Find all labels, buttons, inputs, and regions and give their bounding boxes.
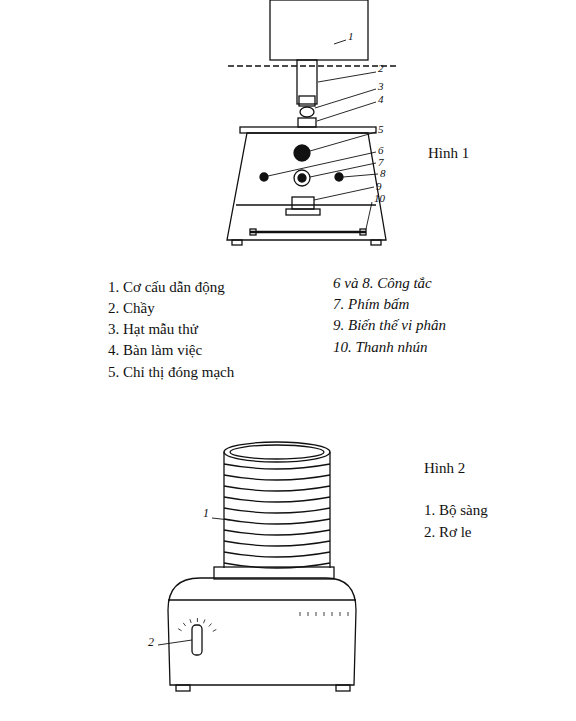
dial-tick [197,618,198,622]
figure-title: Hình 2 [424,460,465,477]
part-name: 7. Phím bấm [333,296,409,313]
dial-tick [209,623,212,626]
push-button-core [298,174,306,182]
indicator-lamp [294,145,310,161]
dial-tick [178,629,181,631]
part-name: 2. Rơ le [424,524,472,541]
dial-tick [204,619,205,623]
sieve-ring [224,519,330,524]
relay-dial [192,625,202,655]
part-name: 3. Hạt mẫu thử [108,321,198,338]
dial-tick [213,629,217,631]
switch-8 [335,173,343,181]
dial-tick [190,619,191,623]
sieve-ring [224,552,330,557]
work-table [240,127,376,133]
dial-tick [308,612,309,616]
part-name: 9. Biến thế vi phân [333,317,446,334]
transformer [292,197,314,209]
sieve-ring [224,541,330,546]
dial-scale [178,612,348,631]
sieve-stack [224,442,330,568]
callout-number: 9 [376,180,382,192]
dial-tick [183,623,186,626]
sieve-ring [224,497,330,502]
sieve-ring [224,508,330,513]
housing-line [236,204,376,205]
sample-grain [300,107,314,117]
callout-number: 10 [374,192,385,204]
clamp-plate [214,567,334,579]
callout-number: 2 [378,62,384,74]
transformer-base [286,209,320,215]
leader-lines [268,40,378,229]
part-name: 4. Bàn làm việc [108,342,202,359]
pestle-tip [299,96,315,106]
base-line [168,599,356,600]
push-button [294,170,310,186]
pestle [297,60,317,104]
drive-unit [270,0,368,60]
part-name: 1. Cơ cấu dẫn động [108,279,225,296]
dial-tick [348,612,349,616]
housing [227,133,386,240]
foot [232,240,242,245]
foot [371,240,381,245]
sieve-ring [224,530,330,535]
sieve-ring [224,486,330,491]
switch-6 [260,173,268,181]
sieve-ring [224,475,330,480]
spring-bar [250,231,366,234]
figure-title: Hình 1 [428,145,469,162]
callout-number: 5 [378,123,384,135]
callout-number: 1 [348,30,354,42]
part-name: 10. Thanh nhún [333,339,428,356]
dial-tick [316,612,317,616]
sieve-ring [224,464,330,469]
dial-tick [340,612,341,616]
bar-end [360,229,366,235]
dial-tick [300,612,301,616]
part-name: 6 và 8. Công tắc [333,275,432,292]
table-post [298,118,316,127]
dial-tick [324,612,325,616]
bar-end [250,229,256,235]
callout-number: 1 [203,507,209,520]
sieve-base [168,578,356,685]
dial-tick [332,612,333,616]
callout-number: 2 [148,636,154,649]
callout-number: 6 [378,144,384,156]
foot [336,685,350,691]
callout-number: 7 [378,156,384,168]
part-name: 5. Chỉ thị đóng mạch [108,364,234,381]
callout-number: 3 [378,80,384,92]
callout-number: 4 [378,93,384,105]
foot [176,685,190,691]
leader-lines [158,518,230,645]
sieve-ring [224,563,330,568]
dash-line [228,65,398,66]
part-name: 2. Chầy [108,300,155,317]
callout-number: 8 [380,167,386,179]
part-name: 1. Bộ sàng [424,502,488,519]
